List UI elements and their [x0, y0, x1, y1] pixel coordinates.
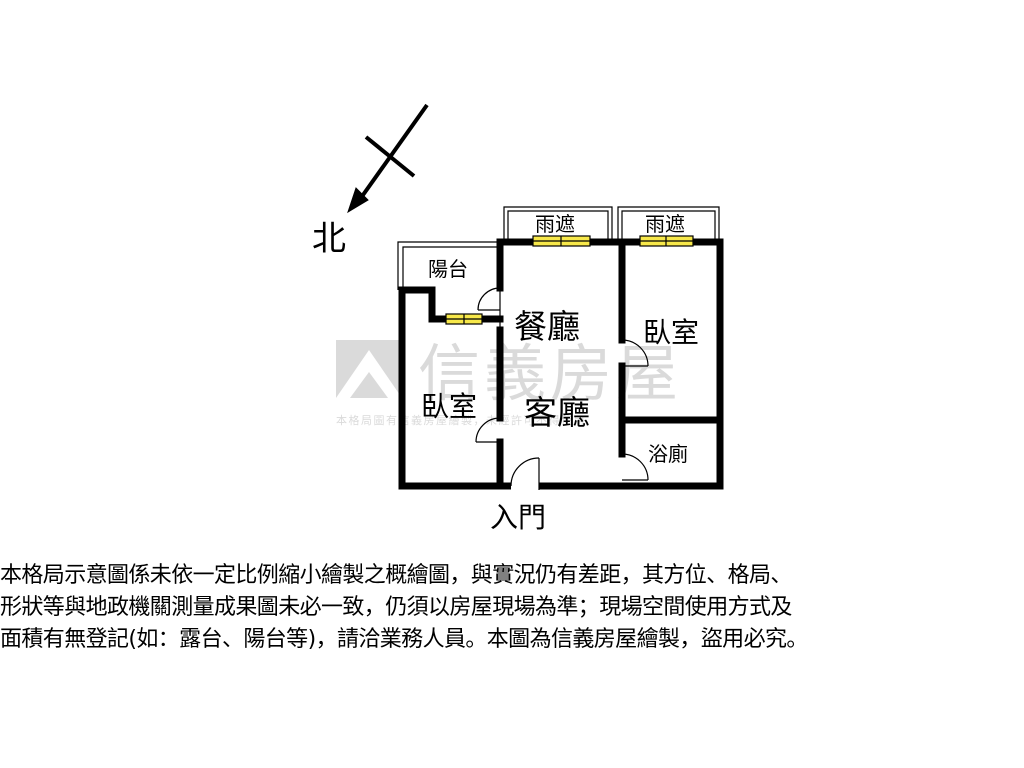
- label-living: 客廳: [524, 393, 590, 432]
- walls: [398, 238, 724, 490]
- label-entrance: 入門: [490, 501, 546, 534]
- floor-plan: 信義房屋 本格局圖有信義房屋繪製，未經許可不得使用 北: [312, 103, 724, 534]
- watermark: 信義房屋 本格局圖有信義房屋繪製，未經許可不得使用: [336, 337, 682, 427]
- label-balcony: 陽台: [428, 257, 468, 281]
- disclaimer-line-1: 本格局示意圖係未依一定比例縮小繪製之概繪圖，與實況仍有差距，其方位、格局、: [0, 563, 792, 588]
- windows: [445, 235, 694, 325]
- door-balcony: [477, 287, 501, 330]
- north-arrow-icon: [347, 103, 429, 214]
- disclaimer: 本格局示意圖係未依一定比例縮小繪製之概繪圖，與實況仍有差距，其方位、格局、 形狀…: [0, 560, 1024, 656]
- watermark-brand: 信義房屋: [418, 337, 682, 410]
- door-left-bedroom: [475, 417, 501, 443]
- balcony-outline: [397, 241, 500, 290]
- window-canopy-left: [532, 235, 591, 247]
- label-canopy-right: 雨遮: [645, 212, 685, 236]
- north-label: 北: [312, 219, 346, 259]
- label-bathroom: 浴廁: [648, 442, 688, 466]
- label-bedroom-right: 臥室: [643, 316, 699, 349]
- window-canopy-right: [639, 235, 694, 247]
- disclaimer-line-3: 面積有無登記(如：露台、陽台等)，請洽業務人員。本圖為信義房屋繪製，盜用必究。: [0, 627, 808, 652]
- watermark-logo-icon: [336, 340, 402, 398]
- doors: [475, 287, 649, 490]
- label-bedroom-left: 臥室: [421, 390, 477, 423]
- label-canopy-left: 雨遮: [535, 212, 575, 236]
- window-balcony: [445, 313, 483, 325]
- door-bathroom: [621, 453, 649, 481]
- label-dining: 餐廳: [514, 307, 580, 346]
- watermark-fine-print: 本格局圖有信義房屋繪製，未經許可不得使用: [336, 413, 586, 427]
- disclaimer-line-2: 形狀等與地政機關測量成果圖未必一致，仍須以房屋現場為準；現場空間使用方式及: [0, 595, 792, 620]
- door-right-bedroom: [621, 339, 649, 367]
- door-entrance: [510, 457, 540, 490]
- canopy-outlines: [503, 206, 720, 240]
